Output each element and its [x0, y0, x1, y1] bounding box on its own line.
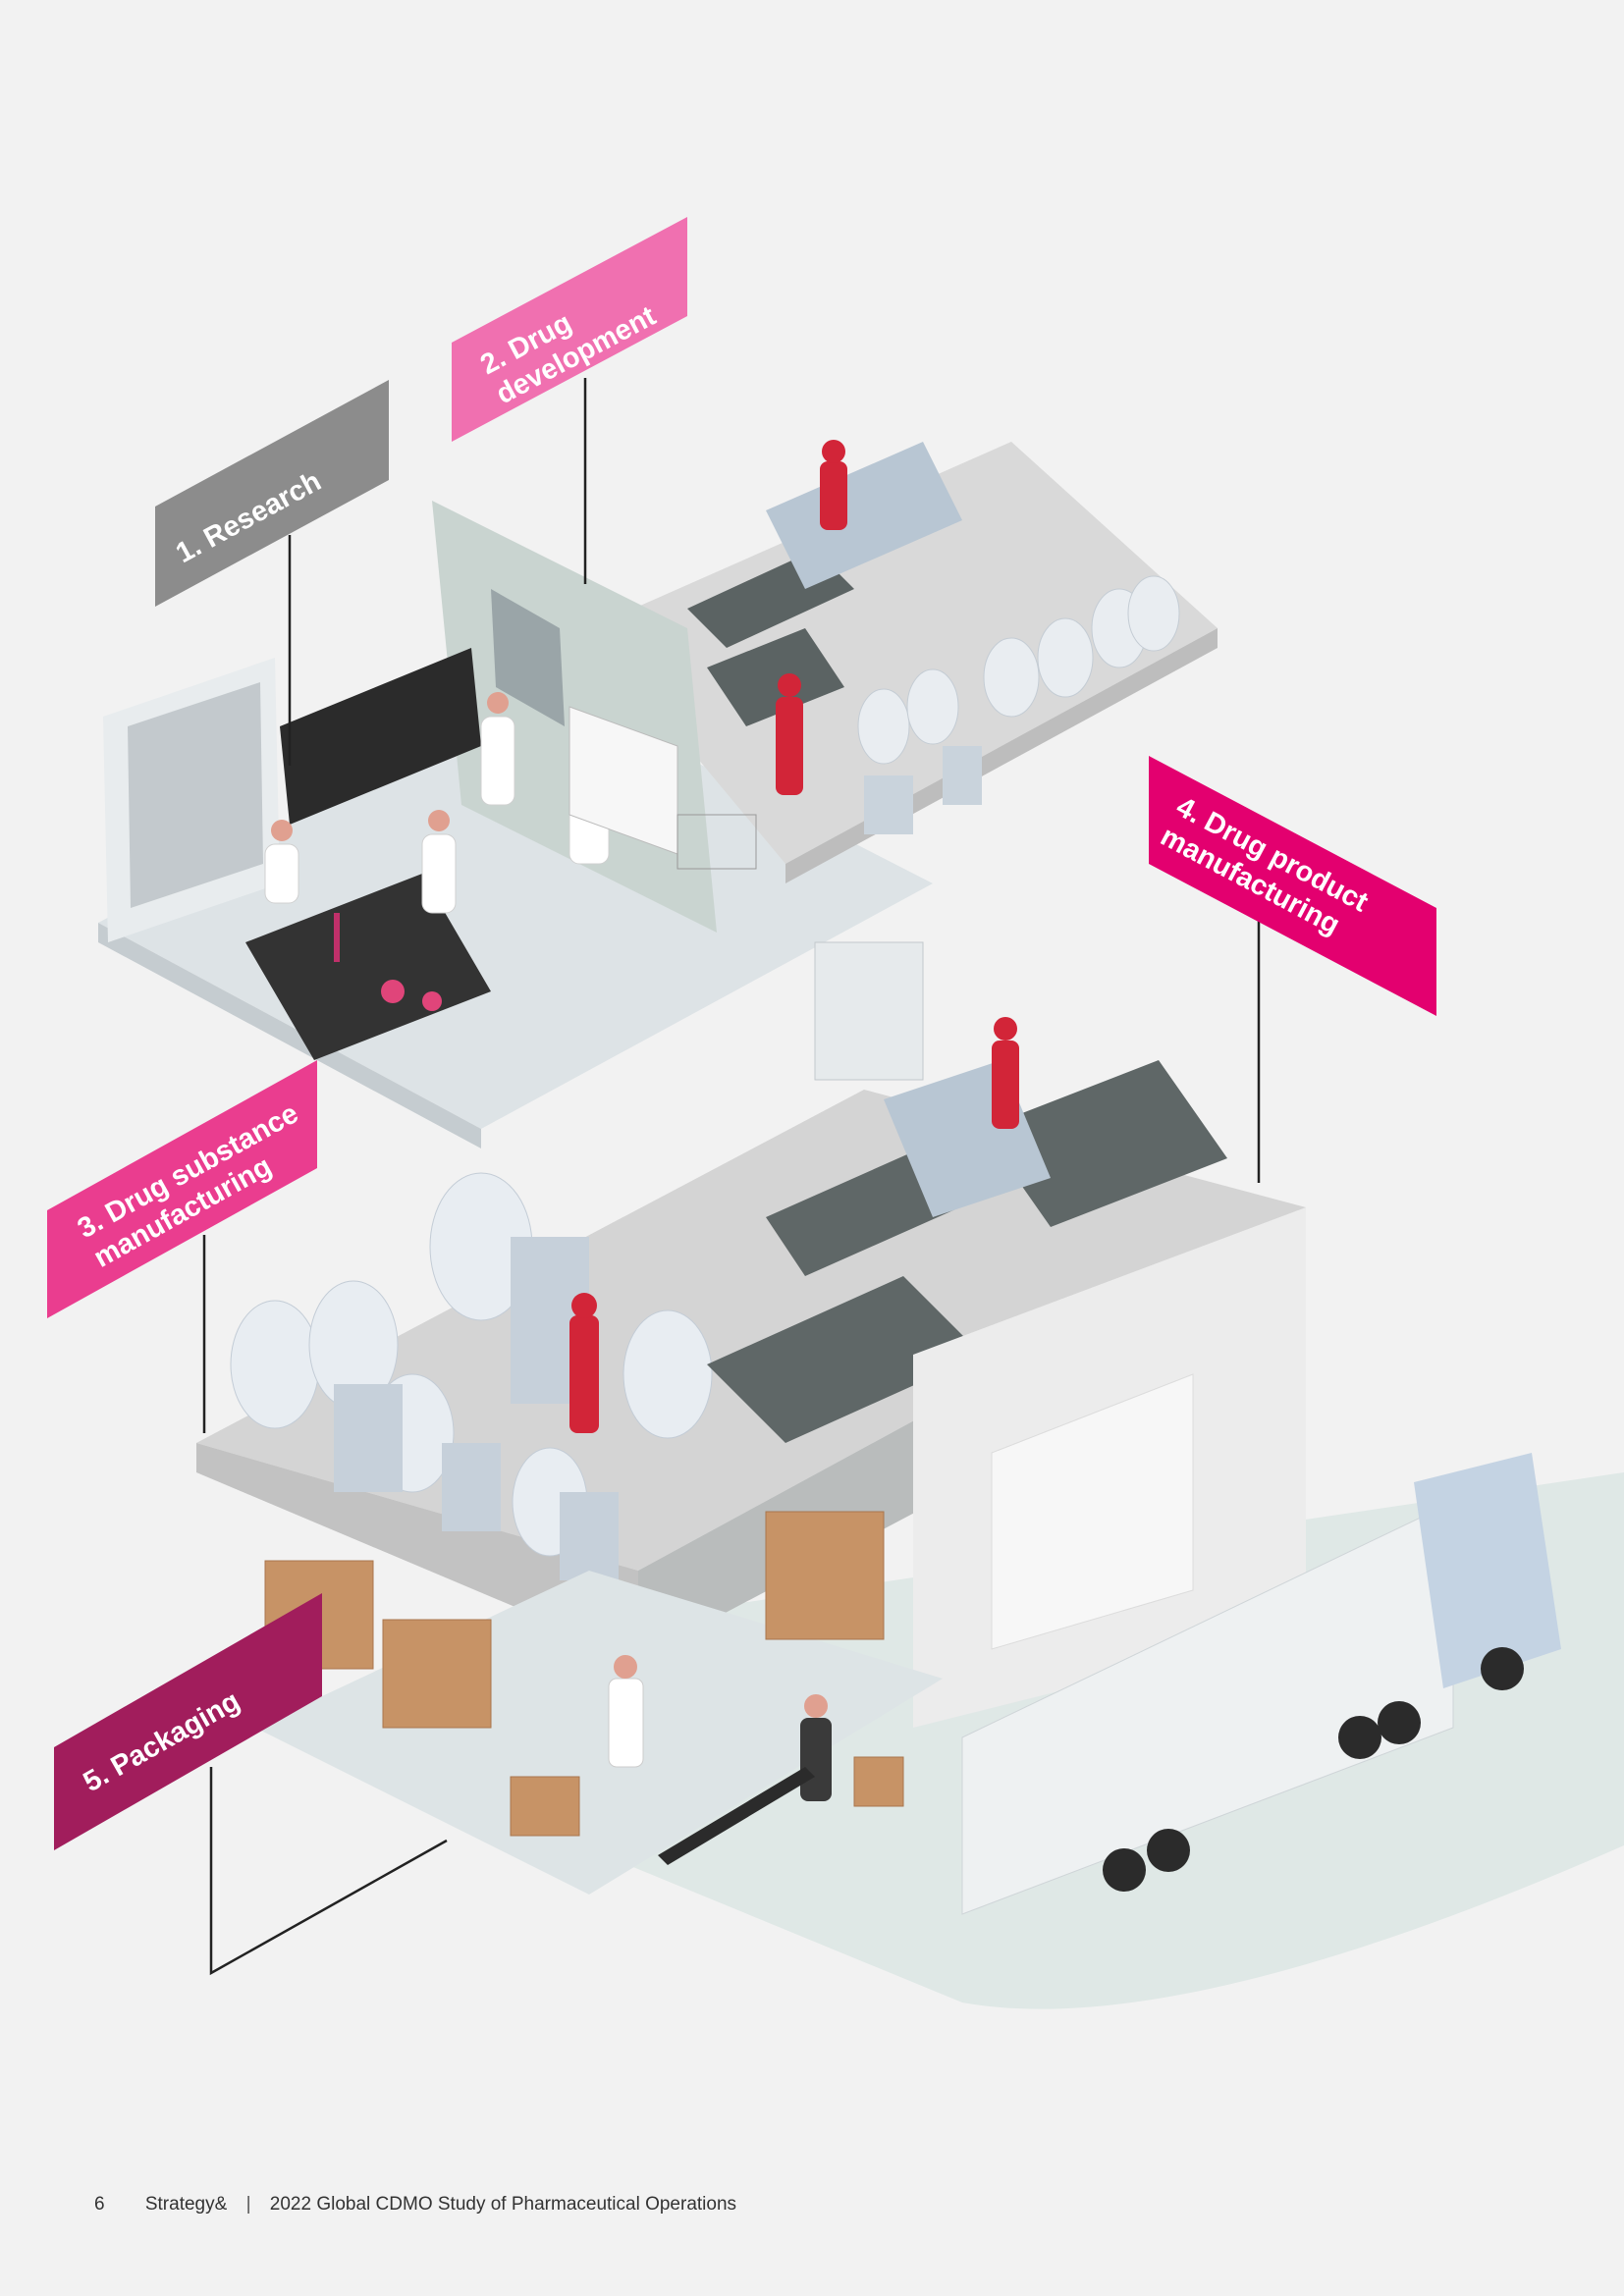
- page-footer: 6 Strategy& | 2022 Global CDMO Study of …: [94, 2194, 736, 2216]
- truck: [961, 1453, 1561, 1915]
- label-drug-product: 4. Drug product manufacturing: [1149, 756, 1436, 1016]
- leader-lines: [202, 378, 1261, 1976]
- page-number: 6: [94, 2194, 105, 2215]
- label-drug-substance: 3. Drug substance manufacturing: [47, 1060, 317, 1318]
- footer-separator: |: [245, 2194, 251, 2215]
- top-floor: [98, 440, 1218, 1148]
- brand-name: Strategy&: [144, 2194, 228, 2215]
- label-drug-development: 2. Drug development: [452, 217, 687, 442]
- warehouse-building: [913, 1207, 1306, 1728]
- label-research: 1. Research: [155, 380, 389, 607]
- publication-title: 2022 Global CDMO Study of Pharmaceutical…: [269, 2194, 737, 2215]
